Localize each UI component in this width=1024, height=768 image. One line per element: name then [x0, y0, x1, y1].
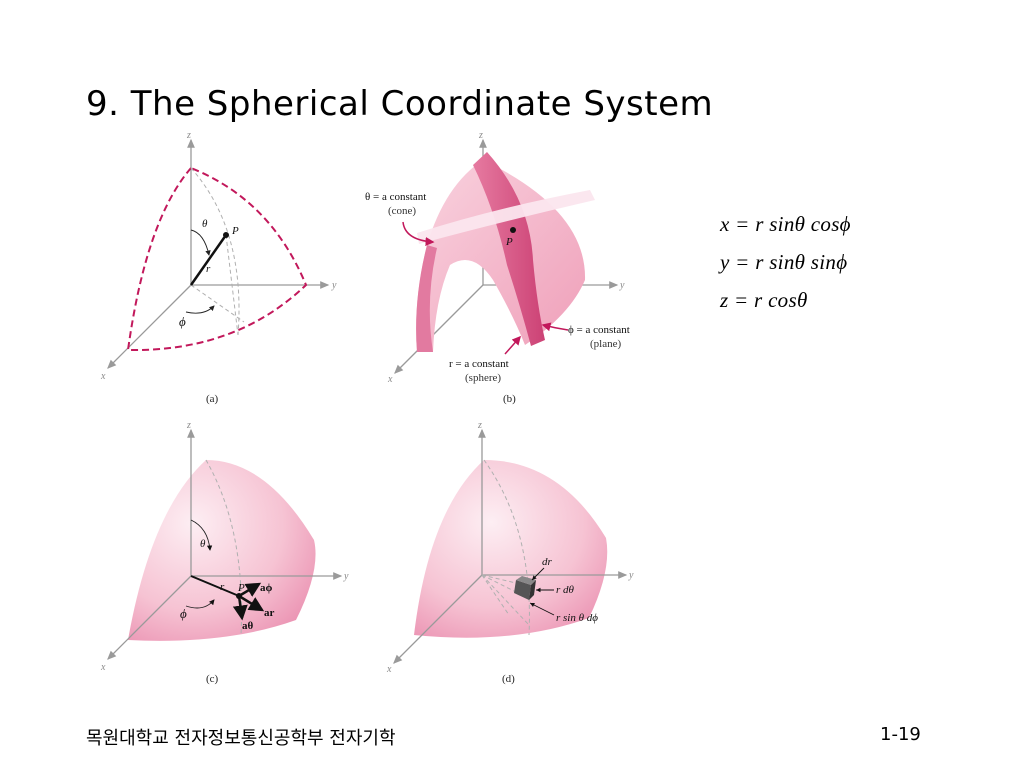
x-axis-label: x — [100, 662, 106, 673]
figure-caption: (b) — [503, 393, 516, 405]
z-axis-label: z — [186, 130, 191, 141]
plane-surface — [473, 152, 545, 346]
figure-c: z y x θ ϕ r P aϕ ar aθ (c) — [96, 420, 356, 690]
cone-surface — [417, 190, 595, 244]
plane-label: ϕ = a constant — [568, 324, 630, 336]
z-axis-label: z — [186, 420, 191, 431]
point-p — [223, 232, 229, 238]
y-axis-label: y — [619, 280, 625, 291]
equation-y: y = r sinθ sinϕ — [720, 250, 848, 274]
cone-label: θ = a constant — [365, 191, 426, 203]
a-r-label: ar — [264, 607, 275, 619]
sphere-octant — [414, 460, 608, 638]
dr-label: dr — [542, 556, 553, 568]
point-label: P — [505, 236, 513, 248]
r-sin-dphi-label: r sin θ dϕ — [556, 612, 598, 624]
a-phi-label: aϕ — [260, 582, 273, 594]
theta-label: θ — [200, 538, 206, 550]
page-number: 1-19 — [880, 724, 921, 745]
z-axis-label: z — [477, 420, 482, 431]
figure-a: z y x θ P r ϕ (a) — [96, 130, 346, 410]
radius-label: r — [220, 581, 225, 593]
plane-label-sub: (plane) — [590, 338, 621, 350]
sphere-label-sub: (sphere) — [465, 372, 501, 384]
slide-title: 9. The Spherical Coordinate System — [86, 84, 714, 124]
figure-caption: (a) — [206, 393, 219, 405]
figure-caption: (c) — [206, 673, 219, 685]
z-axis-label: z — [478, 130, 483, 141]
phi-label: ϕ — [180, 606, 187, 621]
dashed-sphere-boundary — [126, 167, 308, 352]
sphere-octant — [128, 460, 316, 641]
a-theta-vector — [232, 595, 248, 621]
radius-vector — [189, 234, 228, 286]
point-label: P — [231, 225, 239, 237]
a-phi-vector — [238, 582, 262, 598]
y-axis-label: y — [628, 570, 634, 581]
footer-institution: 목원대학교 전자정보통신공학부 전자기학 — [86, 728, 396, 749]
phi-label: ϕ — [179, 314, 186, 329]
equations-block: x = r sinθ cosϕ y = r sinθ sinϕ z = r co… — [720, 205, 851, 319]
y-axis-label: y — [343, 571, 349, 582]
point-label: P — [237, 582, 245, 594]
figure-d: z y x dr r dθ r sin θ dϕ (d) — [384, 420, 644, 690]
y-axis-label: y — [331, 280, 337, 291]
theta-label: θ — [202, 218, 208, 230]
radius-label: r — [206, 263, 211, 275]
figure-caption: (d) — [502, 673, 515, 685]
x-axis-label: x — [386, 664, 392, 675]
x-axis — [107, 284, 192, 369]
sphere-label: r = a constant — [449, 358, 509, 370]
x-axis-label: x — [100, 371, 106, 382]
x-axis-label: x — [387, 374, 393, 385]
equation-z: z = r cosθ — [720, 288, 808, 312]
cone-label-sub: (cone) — [388, 205, 416, 217]
volume-element — [514, 580, 531, 600]
a-r-vector — [238, 594, 265, 612]
r-dtheta-label: r dθ — [556, 584, 575, 596]
a-theta-label: aθ — [242, 620, 254, 632]
figure-b: z y x P θ = a constant (cone) ϕ = a cons… — [355, 130, 665, 410]
equation-x: x = r sinθ cosϕ — [720, 212, 851, 236]
